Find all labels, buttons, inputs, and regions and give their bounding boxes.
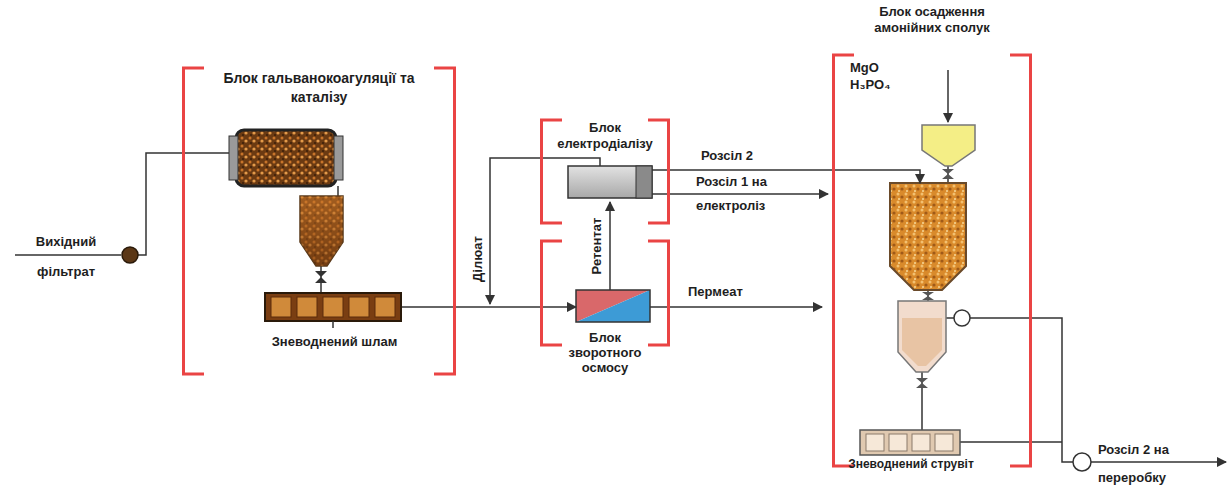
reactor-drum <box>236 130 336 186</box>
flow-label: Пермеат <box>688 284 768 300</box>
unit-label: Зневоднений струвіт <box>845 457 977 471</box>
edge-label-box: Ретентат <box>589 218 605 275</box>
block-bracket-line <box>184 68 455 374</box>
pump <box>122 247 138 263</box>
process-block: Блок електродіалізу <box>540 118 670 225</box>
feed-pipe <box>15 254 121 256</box>
block-bracket-line <box>834 55 1031 466</box>
membrane-feed <box>576 290 650 322</box>
filter-press <box>265 293 401 321</box>
flow-connector <box>456 306 576 308</box>
valve <box>922 292 934 300</box>
permeate-pipe <box>650 306 822 308</box>
process-block: Блок зворотного осмосу <box>540 240 670 378</box>
label-box: Розсіл 1 на електроліз <box>696 170 796 218</box>
flow-label: H₃PO₄ <box>850 77 910 93</box>
press-plate <box>866 434 884 451</box>
filter-press <box>860 430 960 455</box>
pump <box>1073 453 1091 471</box>
flow-connector <box>609 202 611 290</box>
label-box: H₃PO₄ <box>850 77 910 93</box>
brine-pipe <box>970 318 1073 462</box>
label-box: Пермеат <box>688 284 768 300</box>
block-heading: Блок осадження амонійних сполук <box>872 4 992 36</box>
block-heading: Блок електродіалізу <box>543 120 667 152</box>
pump <box>954 310 970 326</box>
settling-tank <box>898 301 946 372</box>
flow-label: Розсіл 2 <box>701 148 753 164</box>
press-plate <box>349 297 369 317</box>
label-box: Розсіл 2 на переробку <box>1098 436 1198 489</box>
press-plate <box>271 297 291 317</box>
valve <box>916 378 928 388</box>
settler-texture <box>300 196 343 266</box>
press-plate <box>889 434 907 451</box>
brine-pipe <box>1091 461 1226 463</box>
press-plate <box>297 297 317 317</box>
filter-press-unit: Зневоднений шлам <box>262 292 407 352</box>
block-heading: Блок зворотного осмосу <box>562 330 648 375</box>
ro-membrane <box>576 290 650 322</box>
label-box: MgO <box>850 60 910 76</box>
flow-label: Ретентат <box>589 218 605 275</box>
membrane-permeate <box>576 290 650 322</box>
edge-label-box: Ділюат <box>470 236 486 282</box>
flow-label: MgO <box>850 60 910 76</box>
flow-label: Ділюат <box>470 236 486 282</box>
pipe <box>946 317 954 319</box>
flow-connector <box>652 170 920 183</box>
press-plate <box>375 297 395 317</box>
process-block: Блок гальванокоагуляції та каталізуЗнево… <box>182 66 456 376</box>
block-bracket <box>182 66 456 376</box>
electrodialyser <box>568 166 652 198</box>
edge-label-box: Розсіл 2 <box>701 148 753 164</box>
press-plate <box>935 434 953 451</box>
unit-label: Зневоднений шлам <box>262 334 407 350</box>
flow-label: Розсіл 1 на електроліз <box>696 170 796 218</box>
settler-cone <box>300 196 343 266</box>
filter-press-unit: Зневоднений струвіт <box>845 428 977 480</box>
reagent-arrow <box>947 70 949 122</box>
reagent-hopper <box>922 125 975 166</box>
pipe <box>401 306 456 308</box>
connector-layer <box>456 158 920 307</box>
block-bracket-line <box>542 120 669 223</box>
press-outlet <box>332 321 334 328</box>
flow-label: Вихідний фільтрат <box>18 227 114 287</box>
valve <box>942 169 954 179</box>
struvite-reactor <box>890 183 966 290</box>
drum-cap <box>229 136 238 180</box>
press-plate <box>323 297 343 317</box>
block-bracket-line <box>542 241 669 345</box>
electrodialyser-end <box>636 166 652 198</box>
press-plate <box>912 434 930 451</box>
drum-cap <box>334 136 343 180</box>
tank-sludge <box>902 318 942 366</box>
block-heading: Блок гальванокоагуляції та каталізу <box>214 69 424 107</box>
flow-connector <box>490 158 600 304</box>
label-box: Вихідний фільтрат <box>18 227 114 287</box>
flow-label: Розсіл 2 на переробку <box>1098 436 1198 489</box>
brine-pipe <box>652 193 828 195</box>
valve <box>315 271 327 283</box>
brine-pipe <box>960 441 1062 443</box>
